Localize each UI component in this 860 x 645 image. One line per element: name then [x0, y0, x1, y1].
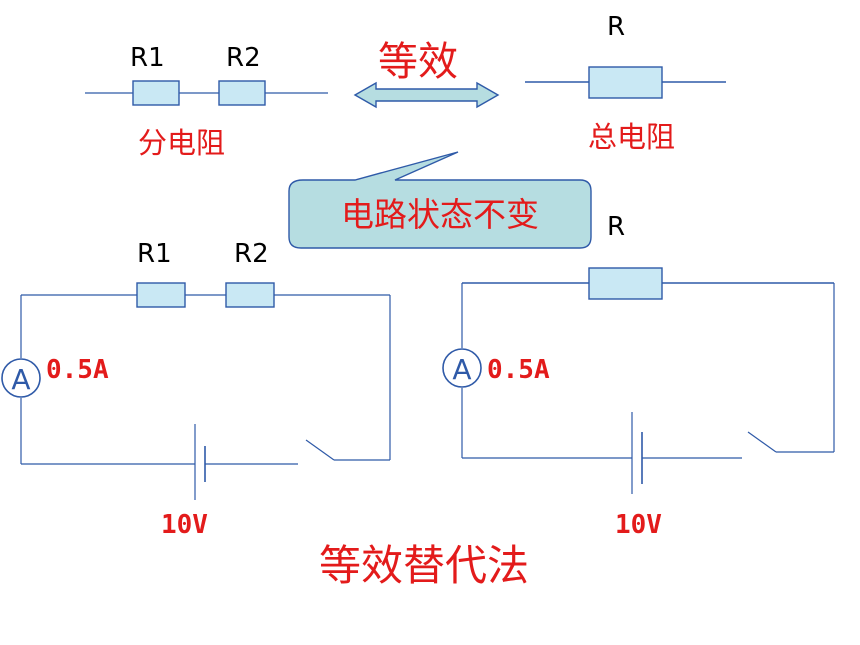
- r2-label: R2: [234, 239, 269, 269]
- callout-shape: [288, 151, 592, 249]
- r-label: R: [607, 12, 625, 42]
- ammeter-symbol: A: [11, 363, 30, 396]
- r1-label: R1: [137, 239, 172, 269]
- resistor-r1: [136, 282, 186, 308]
- series-resistors: R1 R2 分电阻: [85, 43, 328, 160]
- ammeter-symbol: A: [452, 353, 471, 386]
- switch-icon: [747, 431, 777, 453]
- r1-label: R1: [130, 43, 165, 73]
- partial-resistance-label: 分电阻: [138, 126, 225, 160]
- resistor-r: [588, 66, 663, 99]
- total-resistance-label: 总电阻: [588, 120, 675, 154]
- resistor-r: [588, 267, 663, 300]
- callout-bubble: 电路状态不变: [288, 151, 592, 249]
- resistor-r2: [218, 80, 266, 106]
- double-arrow-icon: [353, 81, 500, 109]
- resistor-r1: [132, 80, 180, 106]
- right-circuit: A R 0.5A 10V: [442, 212, 835, 540]
- voltage-label: 10V: [615, 510, 662, 540]
- callout-text: 电路状态不变: [341, 195, 539, 234]
- resistor-r2: [225, 282, 275, 308]
- r2-label: R2: [226, 43, 261, 73]
- r-label: R: [607, 212, 625, 242]
- switch-icon: [305, 439, 335, 461]
- current-reading: 0.5A: [46, 355, 109, 385]
- voltage-label: 10V: [161, 510, 208, 540]
- total-resistor: R 总电阻: [525, 12, 726, 154]
- ammeter-icon: [1, 358, 41, 398]
- ammeter-icon: [442, 348, 482, 388]
- method-title: 等效替代法: [319, 541, 529, 590]
- equivalent-arrow: 等效: [353, 39, 500, 109]
- left-circuit: A R1 R2 0.5A 10V: [1, 239, 391, 540]
- current-reading: 0.5A: [487, 355, 550, 385]
- equivalent-text: 等效: [378, 39, 458, 85]
